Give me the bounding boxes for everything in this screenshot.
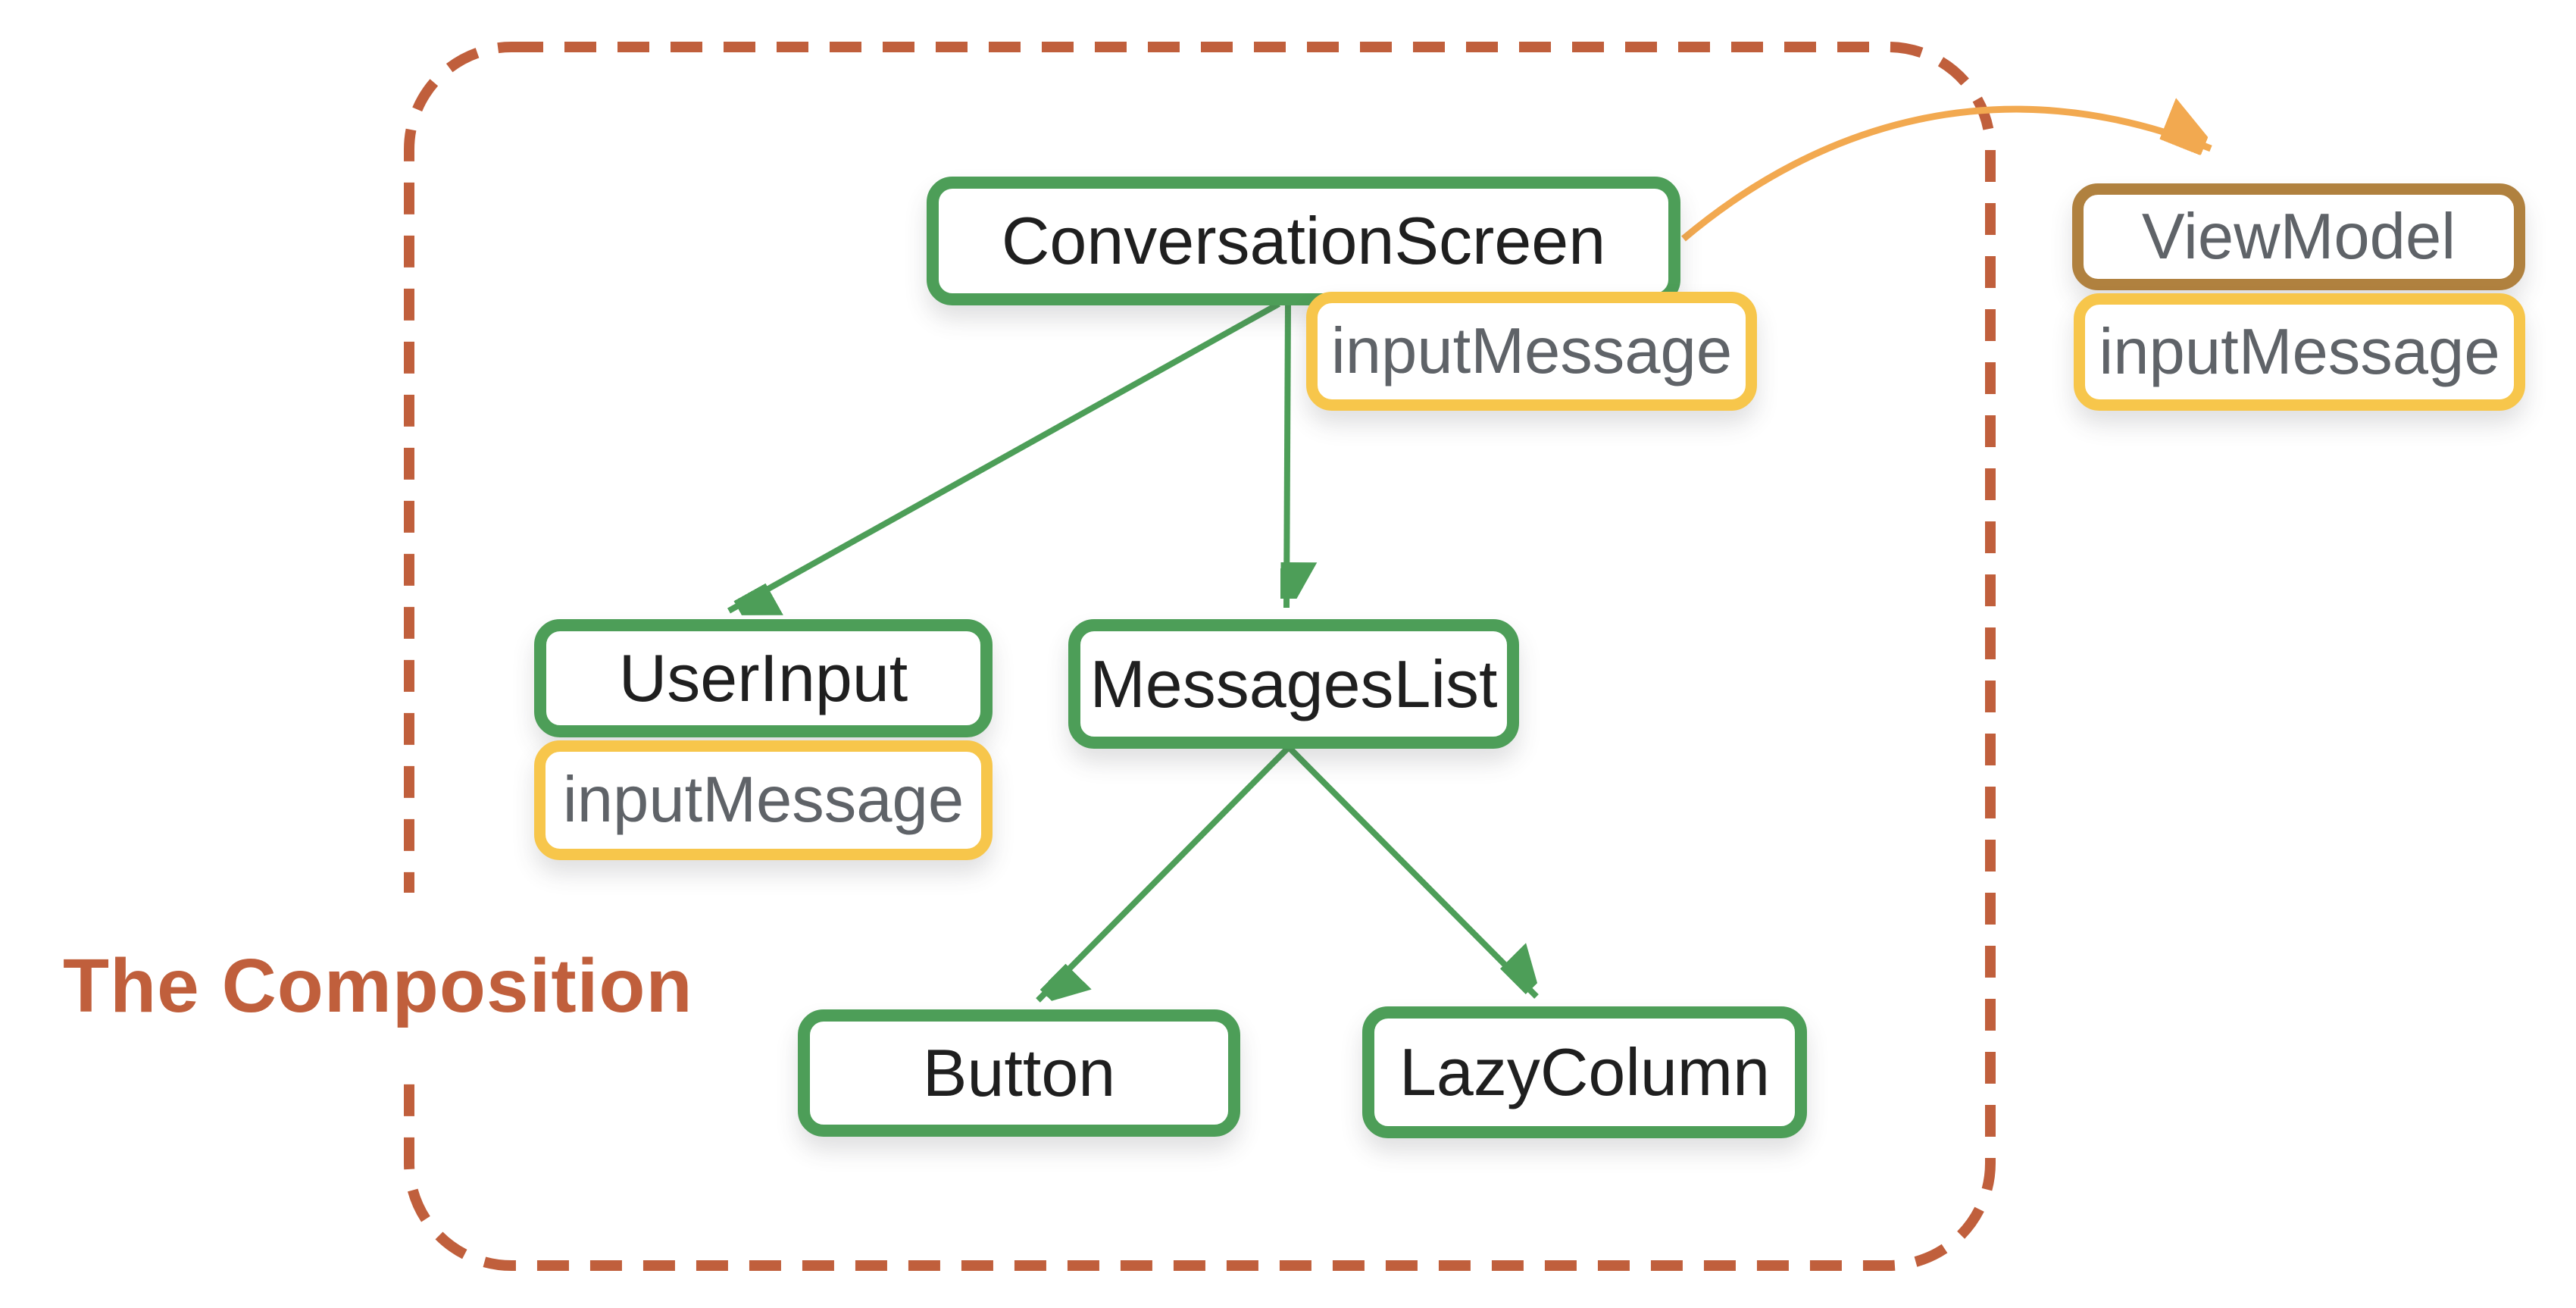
edge-messageslist-button (1036, 745, 1291, 1000)
boundary-gap-patch (377, 893, 449, 1081)
node-messageslist: MessagesList (1068, 619, 1519, 749)
edge-conversationscreen-userinput (727, 301, 1280, 611)
node-messageslist-label: MessagesList (1089, 646, 1498, 721)
node-lazycolumn: LazyColumn (1362, 1006, 1807, 1138)
node-inputmessage-conversationscreen: inputMessage (1306, 292, 1757, 411)
node-button: Button (798, 1009, 1240, 1137)
edge-messageslist-lazycolumn (1286, 745, 1537, 999)
tree-edges (727, 301, 1537, 1000)
node-button-label: Button (922, 1035, 1116, 1110)
node-inputmessage-viewmodel: inputMessage (2074, 293, 2525, 411)
node-inputmessage-userinput-label: inputMessage (562, 764, 964, 836)
node-viewmodel: ViewModel (2072, 183, 2525, 290)
edge-conversationscreen-messageslist (1286, 303, 1288, 609)
node-lazycolumn-label: LazyColumn (1399, 1034, 1771, 1109)
node-conversationscreen: ConversationScreen (927, 177, 1680, 305)
node-inputmessage-userinput: inputMessage (534, 740, 993, 860)
node-userinput: UserInput (534, 619, 993, 737)
edge-conversationscreen-viewmodel (1681, 109, 2211, 242)
node-viewmodel-label: ViewModel (2141, 200, 2456, 273)
node-inputmessage-viewmodel-label: inputMessage (2099, 315, 2500, 388)
node-inputmessage-conversationscreen-label: inputMessage (1330, 314, 1733, 387)
composition-boundary (377, 42, 1996, 1271)
composition-title: The Composition (63, 943, 693, 1028)
node-userinput-label: UserInput (618, 640, 908, 715)
node-conversationscreen-label: ConversationScreen (1001, 203, 1606, 278)
